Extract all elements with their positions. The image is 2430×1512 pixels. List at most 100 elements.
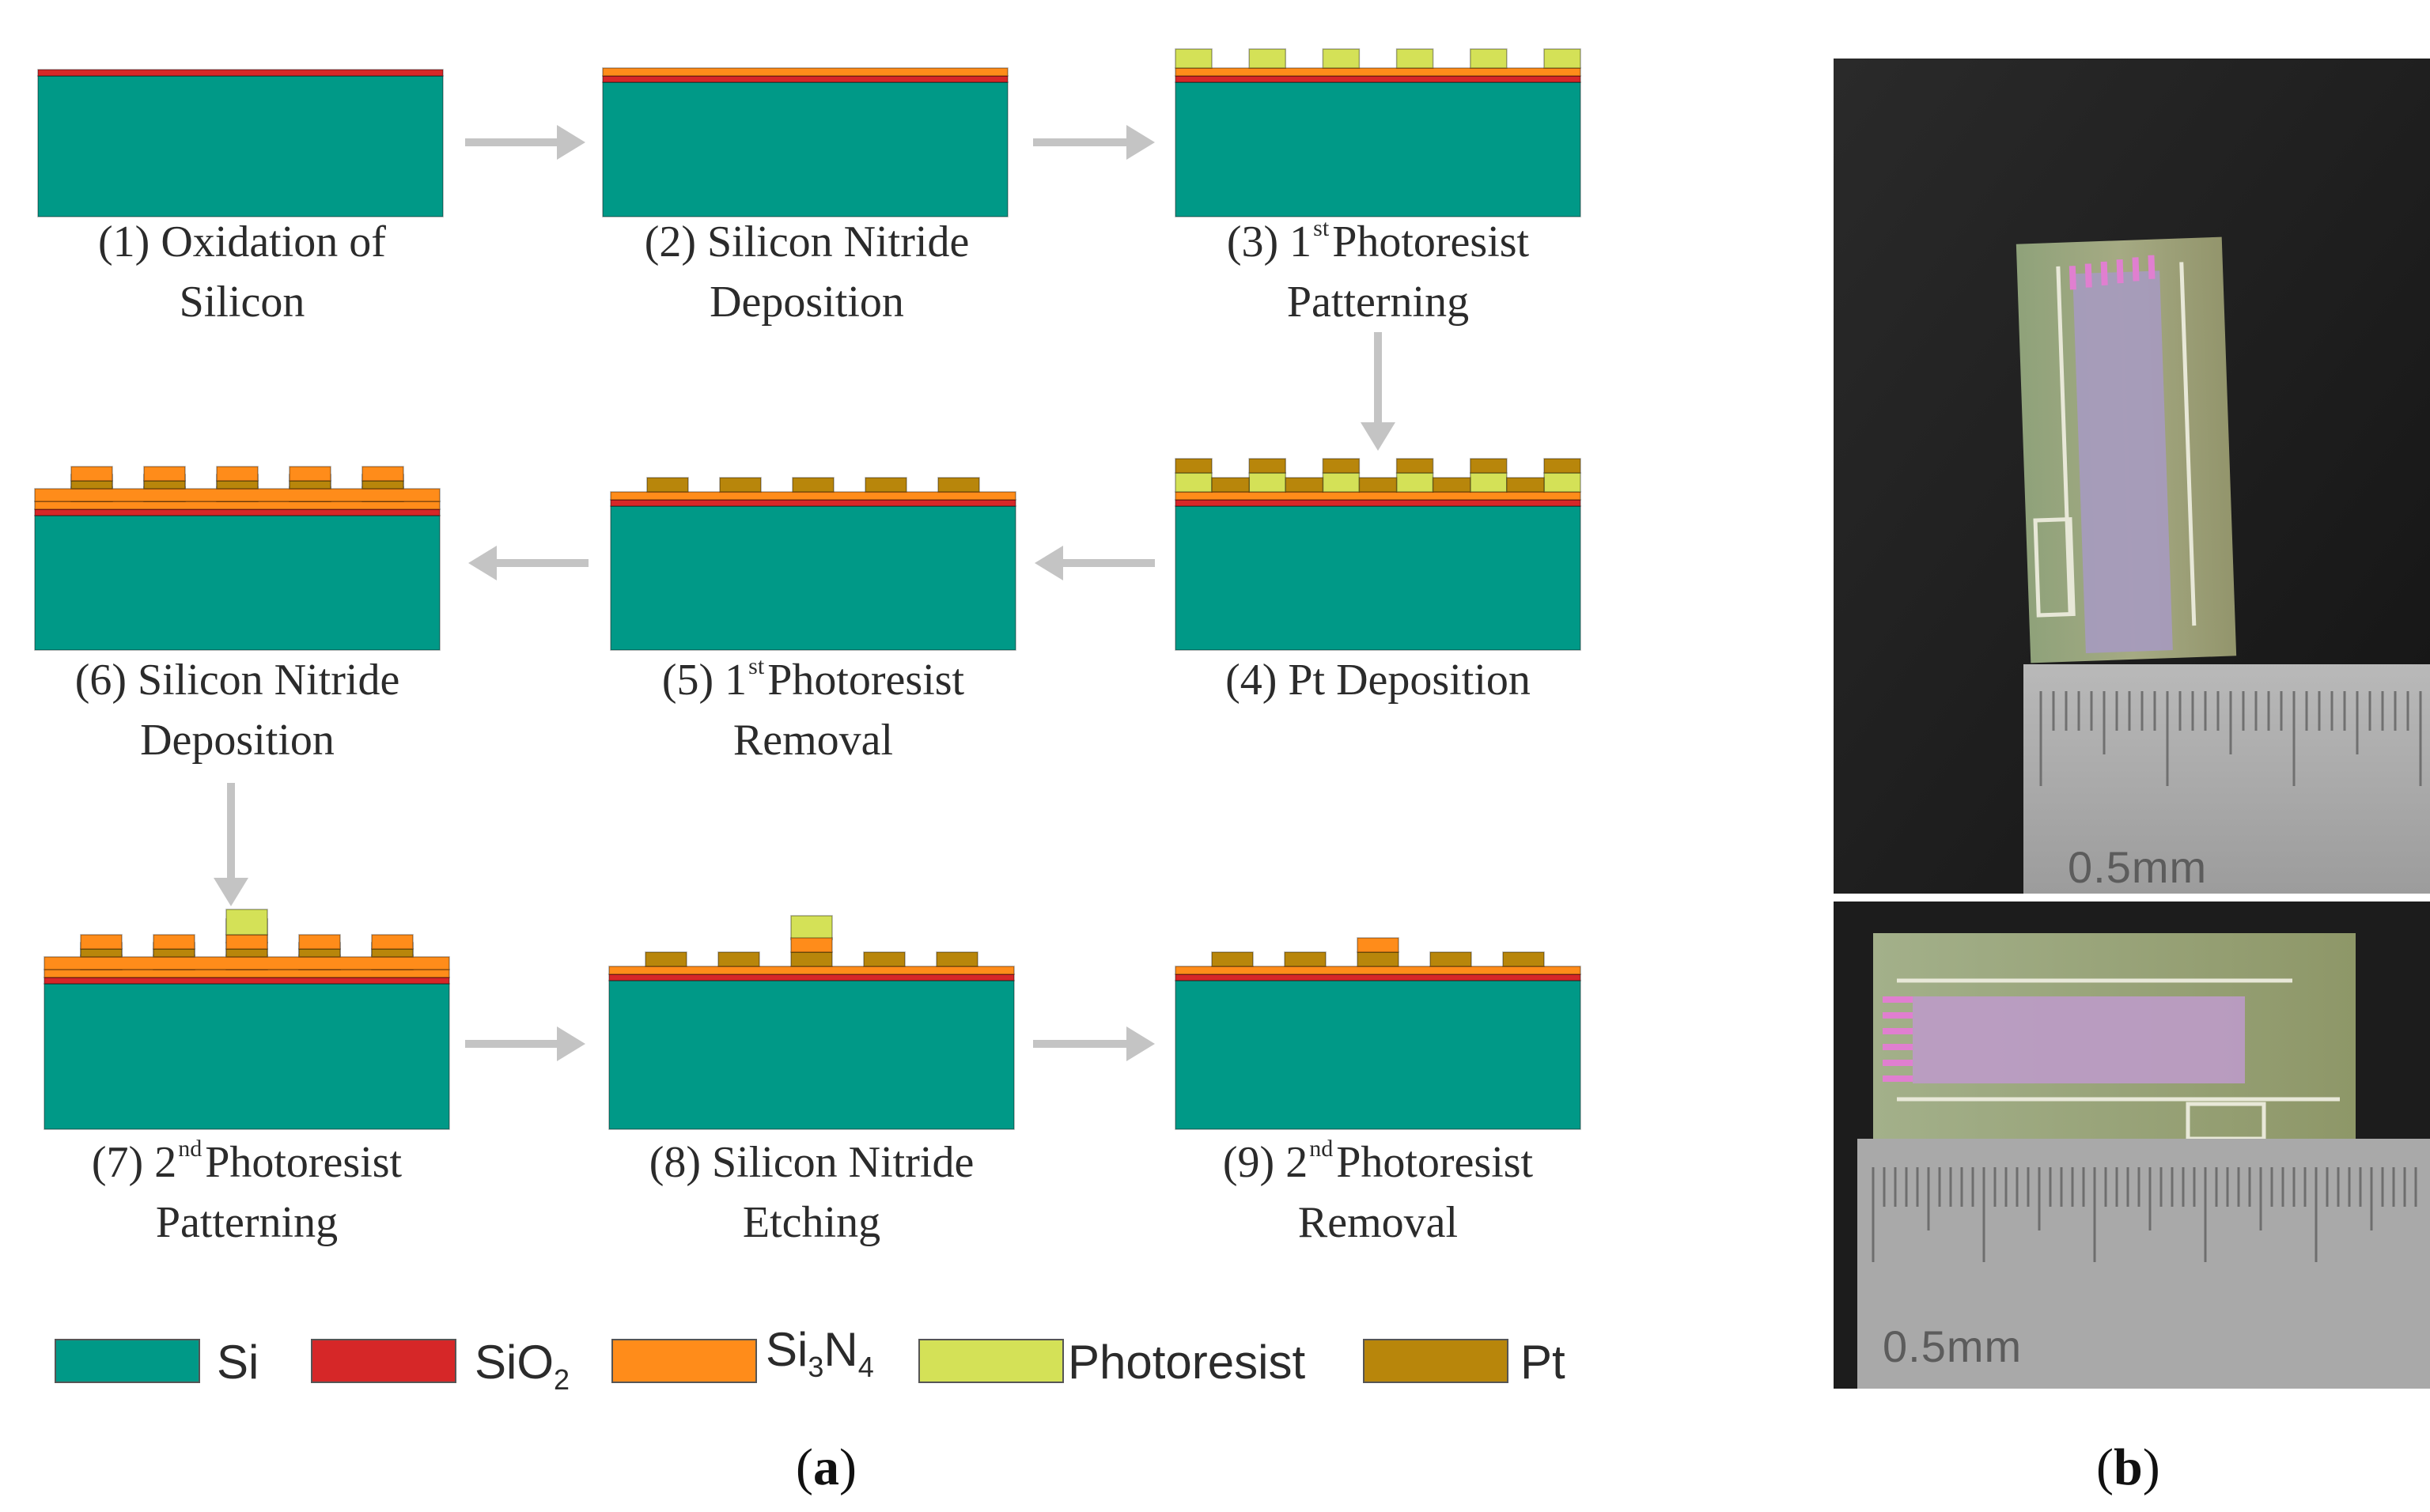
si3n4-layer — [1175, 966, 1581, 975]
pt-electrode — [790, 951, 833, 967]
legend-label-pt: Pt — [1520, 1336, 1565, 1389]
wafer-stack-9 — [1175, 937, 1581, 1130]
pt-electrode — [645, 951, 687, 967]
sio2-layer — [37, 69, 444, 77]
pt-film — [1211, 477, 1250, 493]
panel-label-b: (b) — [2096, 1438, 2160, 1496]
step-label-2: (2) Silicon Nitride Deposition — [644, 217, 970, 327]
step-label-7: (7) 2ndPhotoresist Patterning — [91, 1136, 403, 1248]
pt-electrode — [80, 948, 123, 958]
legend-swatch-si3n4 — [611, 1339, 757, 1383]
si3n4-cap — [80, 934, 123, 950]
si3n4-layer — [602, 67, 1009, 77]
si3n4-layer — [608, 966, 1015, 975]
pt-electrode — [143, 480, 186, 490]
photoresist-pad — [1470, 48, 1508, 69]
silicon-layer — [37, 75, 444, 217]
device-photo-horizontal: 0.5mm — [1834, 902, 2430, 1389]
silicon-layer — [602, 81, 1009, 217]
arrow-5-6 — [468, 546, 589, 580]
wafer-stack-1 — [37, 69, 444, 217]
step-label-3: (3) 1stPhotoresist Patterning — [1226, 215, 1530, 327]
pt-electrode — [792, 477, 835, 493]
arrow-6-7 — [214, 783, 248, 906]
wafer-stack-2 — [602, 67, 1009, 217]
pt-electrode — [371, 948, 414, 958]
legend-swatch-pt — [1363, 1339, 1508, 1383]
device-photo-vertical: 0.5mm — [1834, 59, 2430, 894]
sio2-layer — [608, 973, 1015, 981]
pt-electrode — [865, 477, 907, 493]
pt-electrode — [361, 480, 404, 490]
pt-electrode — [1284, 951, 1327, 967]
step-label-5: (5) 1stPhotoresist Removal — [661, 653, 965, 765]
si3n4-cap — [371, 934, 414, 950]
sio2-layer — [1175, 973, 1581, 981]
si3n4-cap — [143, 466, 186, 482]
si3n4-layer — [610, 491, 1016, 501]
legend-label-si3n4: Si3N4 — [766, 1323, 874, 1383]
pt-film — [1506, 477, 1545, 493]
legend-swatch-sio2 — [311, 1339, 456, 1383]
panel-label-a: (a) — [796, 1438, 857, 1496]
si3n4-cover — [44, 956, 450, 970]
scale-text-bottom: 0.5mm — [1883, 1321, 2023, 1371]
ruler-bottom — [1857, 1139, 2430, 1389]
photoresist-pad — [1470, 472, 1508, 493]
si3n4-layer — [34, 501, 441, 510]
pt-film — [1358, 477, 1398, 493]
pt-film — [1543, 458, 1581, 474]
photoresist-pad — [1175, 48, 1213, 69]
si3n4-cap — [70, 466, 113, 482]
pt-electrode — [289, 480, 331, 490]
arrow-7-8 — [465, 1026, 585, 1061]
si3n4-cap — [216, 466, 259, 482]
pt-electrode — [153, 948, 195, 958]
photoresist-top — [790, 915, 833, 940]
sio2-layer — [34, 508, 441, 516]
silicon-layer — [1175, 81, 1581, 217]
si3n4-layer — [1175, 491, 1581, 501]
pt-film — [1285, 477, 1324, 493]
photoresist-pad — [1395, 48, 1434, 69]
si3n4-cover — [34, 488, 441, 502]
pt-film — [1248, 458, 1286, 474]
arrow-1-2 — [465, 125, 585, 160]
photoresist-top — [225, 909, 268, 936]
pt-electrode — [1429, 951, 1472, 967]
pt-electrode — [298, 948, 341, 958]
sensor-chip-2 — [1873, 933, 2356, 1170]
silicon-layer — [608, 980, 1015, 1130]
sio2-layer — [610, 499, 1016, 507]
legend-swatch-photoresist — [918, 1339, 1064, 1383]
legend-label-sio2: SiO2 — [475, 1336, 570, 1396]
pt-electrode — [216, 480, 259, 490]
si3n4-layer — [44, 969, 450, 978]
pt-electrode — [225, 948, 268, 958]
sio2-layer — [1175, 499, 1581, 507]
sio2-layer — [602, 75, 1009, 83]
step-label-9: (9) 2ndPhotoresist Removal — [1222, 1136, 1534, 1248]
pt-electrode — [646, 477, 689, 493]
arrow-2-3 — [1033, 125, 1155, 160]
legend — [55, 1339, 1508, 1383]
si3n4-cap — [790, 937, 833, 953]
pt-electrode — [719, 477, 762, 493]
photoresist-pad — [1175, 472, 1213, 493]
pt-film — [1395, 458, 1434, 474]
wafer-stack-4 — [1175, 458, 1581, 651]
step-label-6: (6) Silicon Nitride Deposition — [74, 656, 400, 765]
si3n4-cap — [225, 934, 268, 950]
si3n4-cap — [153, 934, 195, 950]
photoresist-pad — [1322, 48, 1361, 69]
arrow-8-9 — [1033, 1026, 1155, 1061]
arrow-3-4 — [1361, 332, 1395, 451]
photoresist-pad — [1395, 472, 1434, 493]
silicon-layer — [44, 983, 450, 1130]
pt-electrode — [717, 951, 760, 967]
step-label-1: (1) Oxidation of Silicon — [98, 217, 386, 327]
pt-electrode — [1211, 951, 1254, 967]
photoresist-pad — [1543, 472, 1581, 493]
